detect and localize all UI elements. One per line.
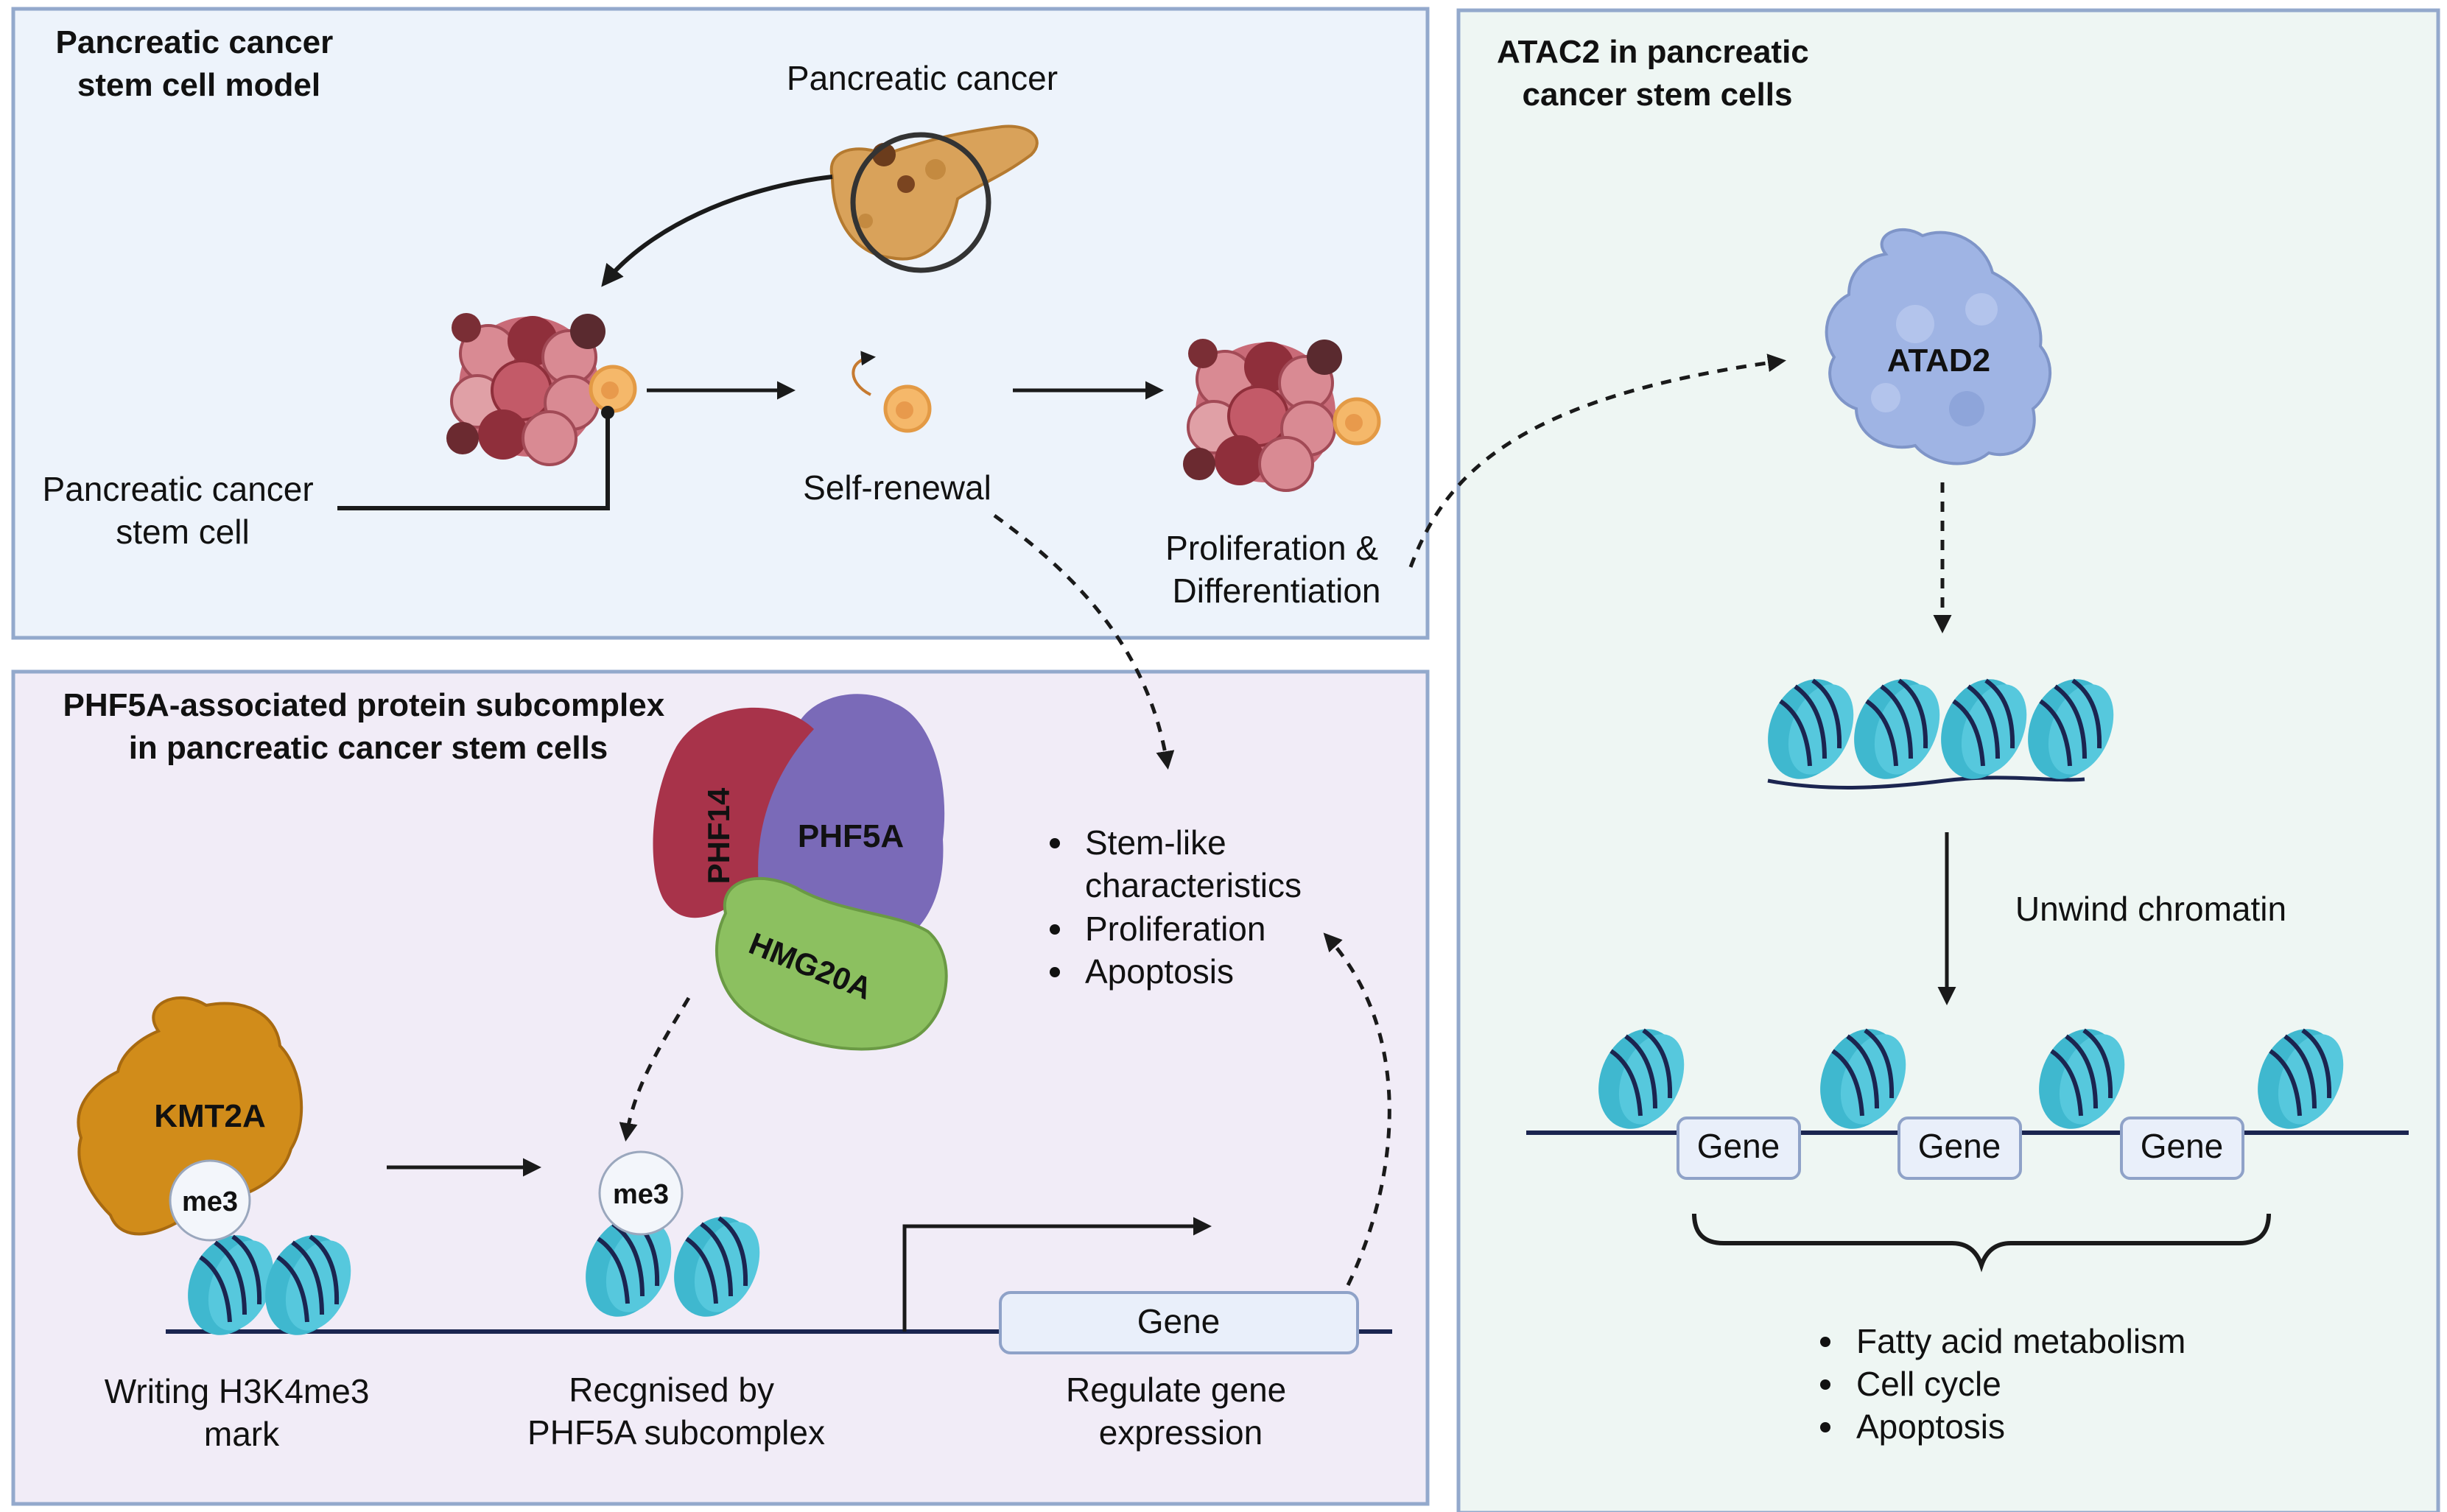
phf14-label: PHF14 <box>701 787 736 884</box>
phf5a-label: PHF5A <box>798 818 904 854</box>
bullet-characteristics: characteristics <box>1085 866 1302 904</box>
atad2-label: ATAD2 <box>1887 342 1990 379</box>
title-line2: stem cell model <box>77 67 320 103</box>
me3-label: me3 <box>613 1179 669 1210</box>
me3-mark-icon: me3 <box>169 1159 251 1242</box>
kmt2a-protein-icon: KMT2A <box>77 996 303 1236</box>
panel-title-phf5a: PHF5A-associated protein subcomplex in p… <box>63 687 674 766</box>
pancreatic-cancer-label: Pancreatic cancer <box>787 59 1058 97</box>
regulate-line1: Regulate gene <box>1066 1371 1286 1409</box>
csc-label-line2: stem cell <box>116 513 249 551</box>
hmg20a-protein-shape <box>715 876 948 1051</box>
proliferation-differentiation-label: Proliferation & Differentiation <box>1165 529 1388 610</box>
me3-mark-icon: me3 <box>598 1150 684 1236</box>
dashed-arrow-complex-to-me3 <box>619 996 691 1142</box>
transcription-start-arrow <box>902 1217 1212 1332</box>
gene-label: Gene <box>2141 1127 2224 1165</box>
panel-title-atad2: ATAC2 in pancreatic cancer stem cells <box>1497 34 1818 113</box>
atad2-protein-icon: ATAD2 <box>1825 228 2052 465</box>
csc-label-line1: Pancreatic cancer <box>43 470 314 508</box>
bullet-stem-like: Stem-like <box>1085 823 1226 862</box>
recognised-line1: Recgnised by <box>569 1371 774 1409</box>
bullet-apoptosis: Apoptosis <box>1085 952 1234 991</box>
gene-box: Gene <box>999 1291 1359 1354</box>
self-renewal-cell-icon <box>852 351 930 431</box>
title-line1: PHF5A-associated protein subcomplex <box>63 687 665 723</box>
gene-label: Gene <box>1697 1127 1780 1165</box>
phf14-protein-shape <box>653 707 814 918</box>
prolif-line1: Proliferation & <box>1165 529 1378 567</box>
stem-cell-pointer-line <box>337 412 610 510</box>
phf5a-complex-icon: PHF14 PHF5A HMG20A <box>653 694 948 1051</box>
regulate-caption: Regulate gene expression <box>1066 1371 1296 1452</box>
unwind-chromatin-label: Unwind chromatin <box>2015 890 2286 928</box>
bullet-proliferation: Proliferation <box>1085 910 1265 948</box>
pancreas-highlight-circle <box>850 132 991 273</box>
gene-box: Gene <box>1677 1117 1801 1180</box>
prolif-line2: Differentiation <box>1173 572 1381 610</box>
csc-label: Pancreatic cancer stem cell <box>43 470 323 551</box>
bullet-cell-cycle: Cell cycle <box>1856 1365 2001 1403</box>
regulate-line2: expression <box>1099 1413 1263 1452</box>
bullet-apoptosis: Apoptosis <box>1856 1407 2005 1446</box>
title-line1: ATAC2 in pancreatic <box>1497 34 1809 70</box>
writing-mark-caption: Writing H3K4me3 mark <box>105 1372 379 1453</box>
writing-line1: Writing H3K4me3 <box>105 1372 370 1410</box>
dashed-arrow-to-atad2 <box>1408 354 1786 568</box>
pancreas-icon <box>829 124 1039 273</box>
dashed-arrow-to-stem-like <box>993 513 1175 770</box>
writing-line2: mark <box>204 1415 280 1453</box>
bullet-fatty-acid: Fatty acid metabolism <box>1856 1322 2186 1360</box>
title-line2: cancer stem cells <box>1523 77 1793 113</box>
title-line1: Pancreatic cancer <box>56 24 334 60</box>
gene-label: Gene <box>1918 1127 2001 1165</box>
title-line2: in pancreatic cancer stem cells <box>129 730 608 766</box>
panel-stem-cell-model <box>11 7 1430 640</box>
panel-title-stem-cell-model: Pancreatic cancer stem cell model <box>56 24 343 103</box>
atad2-outcome-bullet-list: Fatty acid metabolism Cell cycle Apoptos… <box>1820 1322 2186 1446</box>
recognised-caption: Recgnised by PHF5A subcomplex <box>527 1371 825 1452</box>
curly-brace <box>1692 1213 2271 1273</box>
condensed-chromatin-icon <box>1754 667 2127 792</box>
arrow-pancreas-to-tumor <box>601 175 833 287</box>
phenotype-bullet-list: Stem-like characteristics Proliferation … <box>1050 823 1302 991</box>
phf5a-protein-shape <box>754 694 945 954</box>
recognised-line2: PHF5A subcomplex <box>527 1413 825 1452</box>
kmt2a-label: KMT2A <box>154 1098 266 1134</box>
gene-label: Gene <box>1137 1302 1221 1340</box>
gene-box: Gene <box>1897 1117 2022 1180</box>
self-renewal-label: Self-renewal <box>803 468 991 507</box>
gene-box: Gene <box>2120 1117 2244 1180</box>
me3-label: me3 <box>182 1186 238 1217</box>
